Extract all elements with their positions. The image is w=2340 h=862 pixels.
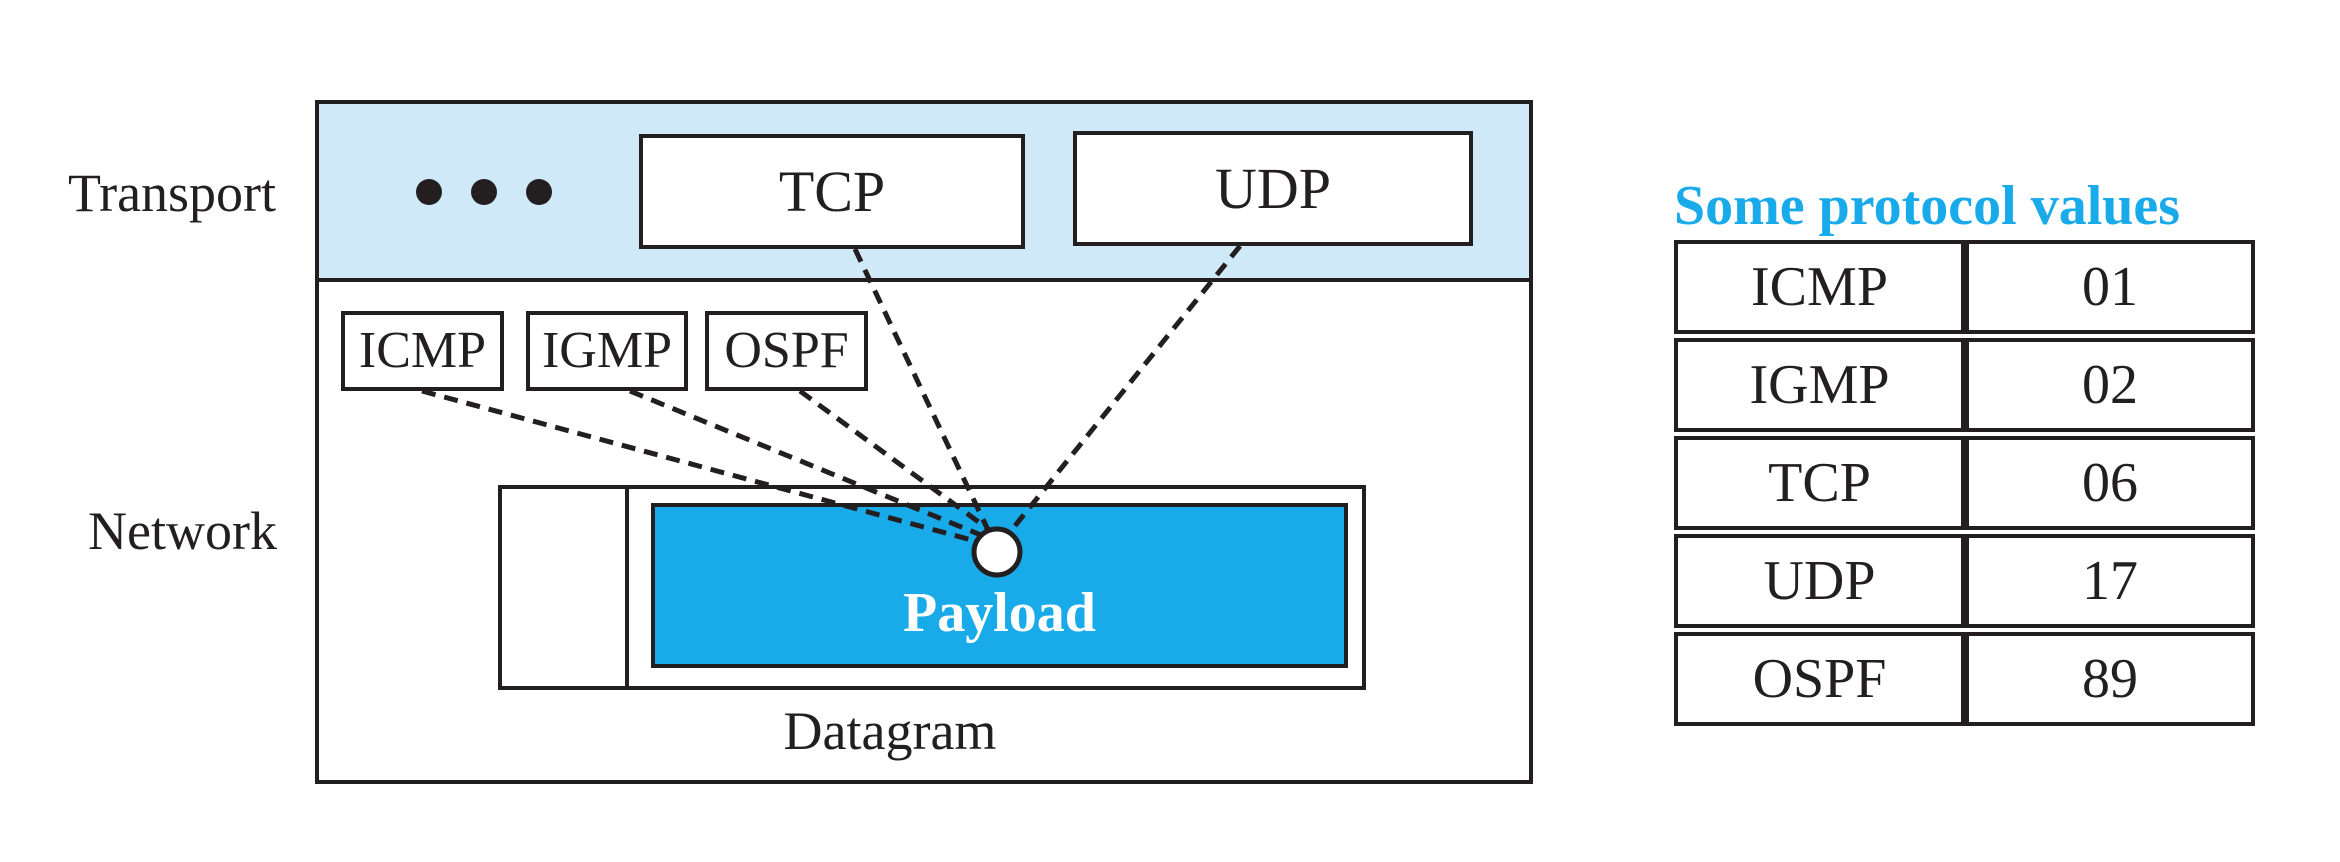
- datagram-header: [498, 485, 629, 690]
- table-row: OSPF 89: [1674, 632, 2255, 726]
- protocol-name-cell: OSPF: [1674, 632, 1965, 726]
- table-row: TCP 06: [1674, 436, 2255, 530]
- igmp-label: IGMP: [541, 322, 673, 379]
- tcp-label: TCP: [778, 158, 886, 224]
- protocol-value-cell: 06: [1965, 436, 2255, 530]
- protocol-name-cell: TCP: [1674, 436, 1965, 530]
- table-row: ICMP 01: [1674, 240, 2255, 334]
- protocol-values-table: ICMP 01 IGMP 02 TCP 06 UDP 17 OSPF 89: [1674, 240, 2255, 730]
- table-row: IGMP 02: [1674, 338, 2255, 432]
- network-layer-label: Network: [88, 501, 277, 561]
- icmp-label: ICMP: [358, 322, 487, 379]
- udp-label: UDP: [1214, 155, 1332, 221]
- payload-label: Payload: [903, 582, 1096, 644]
- protocol-value-cell: 02: [1965, 338, 2255, 432]
- protocol-name-cell: ICMP: [1674, 240, 1965, 334]
- protocol-name-cell: UDP: [1674, 534, 1965, 628]
- ospf-box: OSPF: [705, 311, 868, 391]
- ellipsis-dot: [416, 179, 442, 205]
- igmp-box: IGMP: [526, 311, 688, 391]
- tcp-box: TCP: [639, 134, 1025, 249]
- protocol-value-cell: 01: [1965, 240, 2255, 334]
- ellipsis-more-protocols: [416, 179, 552, 205]
- protocol-value-cell: 17: [1965, 534, 2255, 628]
- transport-layer-label: Transport: [68, 163, 277, 223]
- table-row: UDP 17: [1674, 534, 2255, 628]
- ellipsis-dot: [471, 179, 497, 205]
- udp-box: UDP: [1073, 131, 1473, 246]
- protocol-table-title: Some protocol values: [1674, 175, 2181, 237]
- ellipsis-dot: [526, 179, 552, 205]
- icmp-box: ICMP: [341, 311, 504, 391]
- ospf-label: OSPF: [724, 322, 849, 379]
- protocol-name-cell: IGMP: [1674, 338, 1965, 432]
- protocol-value-cell: 89: [1965, 632, 2255, 726]
- datagram-label: Datagram: [783, 701, 997, 761]
